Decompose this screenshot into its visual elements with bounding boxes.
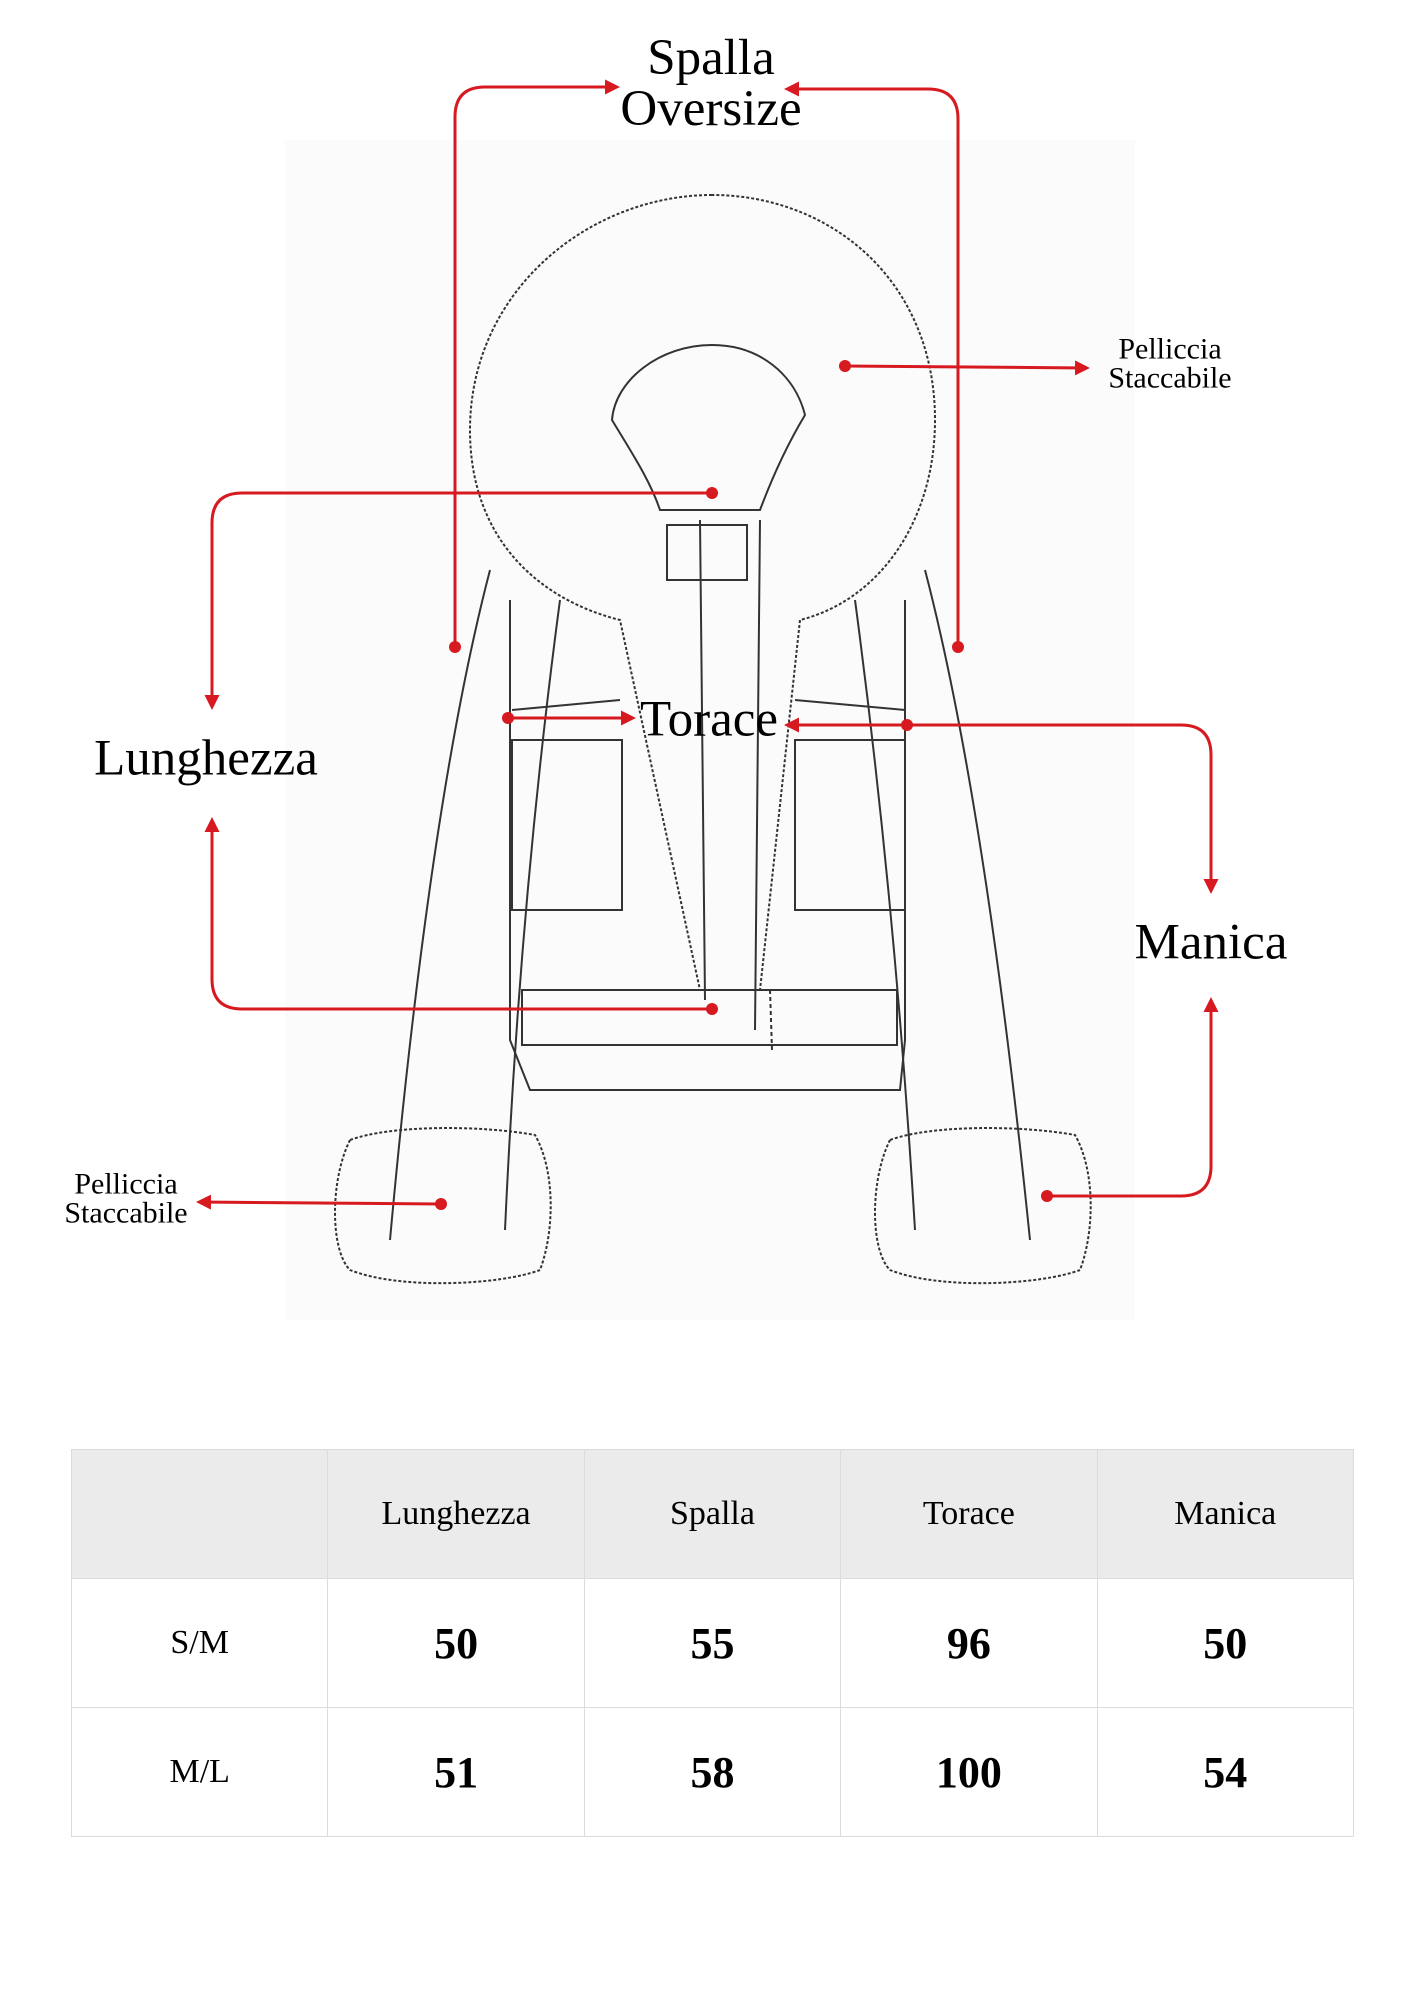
pelliccia-top-line2: Staccabile bbox=[1108, 361, 1232, 394]
value-cell: 50 bbox=[1096, 1578, 1355, 1708]
value-cell: 58 bbox=[583, 1707, 842, 1837]
value-cell: 51 bbox=[327, 1707, 585, 1837]
header-cell bbox=[70, 1449, 329, 1579]
manica-top-arrow bbox=[907, 723, 1219, 894]
header-cell: Spalla bbox=[583, 1449, 842, 1579]
torace-label: Torace bbox=[640, 691, 778, 748]
annotation-dots bbox=[435, 360, 1053, 1210]
size-table: Lunghezza Spalla Torace Manica S/M 50 55… bbox=[70, 1449, 1355, 1837]
header-cell: Manica bbox=[1096, 1449, 1355, 1579]
manica-label: Manica bbox=[1134, 914, 1288, 971]
header-cell: Torace bbox=[840, 1449, 1098, 1579]
value-cell: 100 bbox=[840, 1707, 1098, 1837]
lunghezza-label: Lunghezza bbox=[94, 730, 318, 787]
pelliccia-top-label: Pelliccia Staccabile bbox=[1108, 332, 1232, 394]
header-cell: Lunghezza bbox=[327, 1449, 585, 1579]
pelliccia-bottom-arrow bbox=[196, 1194, 442, 1210]
jacket-sketch bbox=[334, 193, 1092, 1285]
value-cell: 54 bbox=[1096, 1707, 1355, 1837]
value-cell: 50 bbox=[327, 1578, 585, 1708]
pelliccia-top-line1: Pelliccia bbox=[1118, 332, 1222, 366]
spalla-label-line2: Oversize bbox=[620, 81, 802, 137]
pelliccia-top-arrow bbox=[844, 360, 1090, 376]
lunghezza-bottom-arrow bbox=[204, 817, 712, 1011]
value-cell: 55 bbox=[583, 1578, 842, 1708]
pelliccia-bottom-line1: Pelliccia bbox=[74, 1167, 178, 1201]
pelliccia-bottom-label: Pelliccia Staccabile bbox=[64, 1167, 188, 1229]
lunghezza-top-arrow bbox=[204, 491, 712, 710]
pelliccia-bottom-line2: Staccabile bbox=[64, 1196, 188, 1229]
table-row: M/L 51 58 100 54 bbox=[70, 1707, 1355, 1837]
annotation-arrows bbox=[196, 79, 1219, 1210]
spalla-label-line1: Spalla bbox=[647, 30, 775, 86]
size-cell: S/M bbox=[70, 1578, 329, 1708]
table-header-row: Lunghezza Spalla Torace Manica bbox=[70, 1449, 1355, 1579]
manica-bottom-arrow bbox=[1047, 997, 1219, 1198]
value-cell: 96 bbox=[840, 1578, 1098, 1708]
spalla-oversize-label: Spalla Oversize bbox=[620, 33, 801, 135]
spalla-right-arrow bbox=[784, 81, 960, 647]
spalla-left-arrow bbox=[453, 79, 620, 647]
table-row: S/M 50 55 96 50 bbox=[70, 1578, 1355, 1708]
size-cell: M/L bbox=[70, 1707, 329, 1837]
